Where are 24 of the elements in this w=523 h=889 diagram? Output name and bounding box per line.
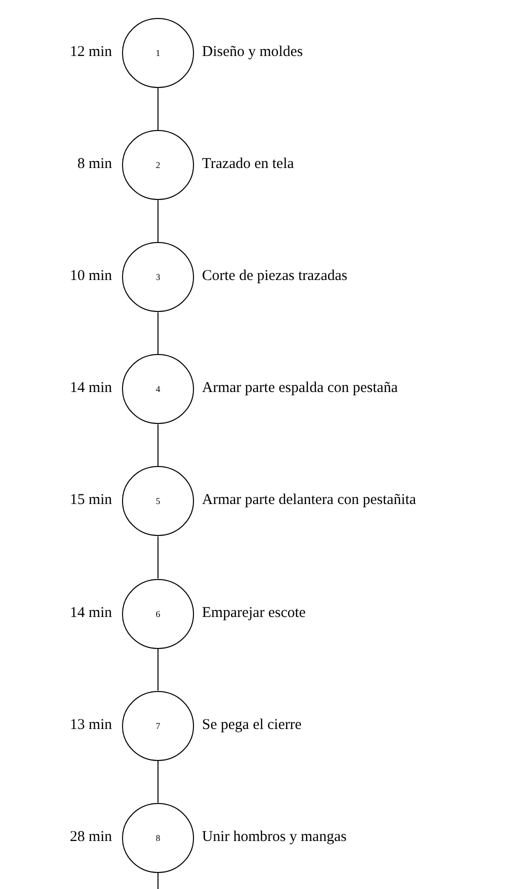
step-number: 7 [154, 720, 162, 731]
duration-label: 12 min [70, 43, 112, 61]
step-description: Unir hombros y mangas [202, 828, 347, 846]
step-number: 2 [154, 160, 162, 170]
duration-label: 10 min [70, 267, 112, 286]
step-number: 4 [154, 384, 162, 394]
step-description: Se pega el cierre [202, 716, 302, 734]
step-number: 5 [154, 496, 162, 506]
step-number: 3 [154, 272, 162, 282]
step-number: 6 [154, 608, 162, 618]
duration-label: 13 min [70, 716, 112, 734]
duration-label: 14 min [70, 604, 112, 622]
step-number: 8 [154, 832, 162, 843]
duration-label: 15 min [70, 491, 112, 510]
step-description: Armar parte delantera con pestañita [202, 491, 416, 510]
duration-label: 14 min [70, 379, 112, 398]
duration-label: 8 min [77, 155, 112, 174]
step-description: Trazado en tela [202, 155, 294, 174]
step-description: Corte de piezas trazadas [202, 267, 348, 286]
step-description: Emparejar escote [202, 604, 306, 622]
step-description: Armar parte espalda con pestaña [202, 379, 398, 398]
step-description: Diseño y moldes [202, 43, 303, 61]
step-number: 1 [154, 48, 162, 58]
duration-label: 28 min [70, 828, 112, 846]
